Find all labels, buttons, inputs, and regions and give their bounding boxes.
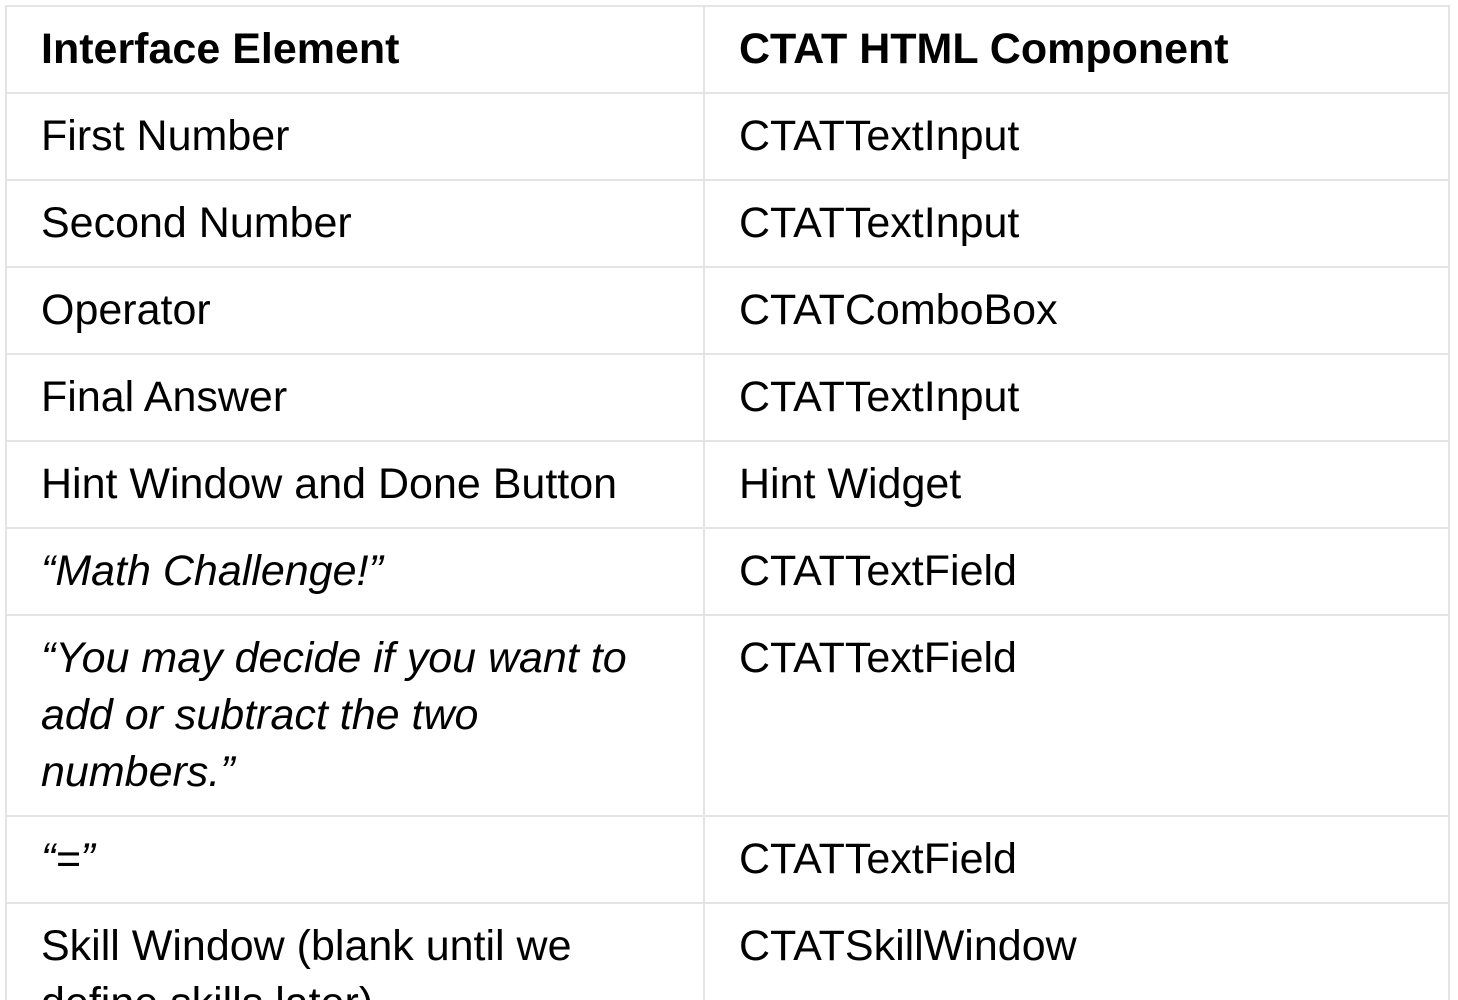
header-cell-interface-element: Interface Element — [5, 5, 705, 94]
cell-ctat-component: Hint Widget — [703, 440, 1450, 529]
cell-interface-element: Final Answer — [5, 353, 705, 442]
table-row: “Math Challenge!”CTATTextField — [5, 527, 1450, 616]
comparison-table: Interface Element CTAT HTML Component Fi… — [5, 5, 1450, 1000]
cell-interface-element: Second Number — [5, 179, 705, 268]
table-row: “=”CTATTextField — [5, 815, 1450, 904]
cell-ctat-component: CTATTextInput — [703, 179, 1450, 268]
cell-ctat-component: CTATSkillWindow — [703, 902, 1450, 1000]
cell-interface-element: Operator — [5, 266, 705, 355]
header-cell-ctat-component: CTAT HTML Component — [703, 5, 1450, 94]
table-row: Skill Window (blank until we define skil… — [5, 902, 1450, 1000]
cell-interface-element: “You may decide if you want to add or su… — [5, 614, 705, 817]
cell-interface-element: “=” — [5, 815, 705, 904]
cell-ctat-component: CTATTextField — [703, 614, 1450, 817]
cell-ctat-component: CTATTextField — [703, 527, 1450, 616]
cell-interface-element: Skill Window (blank until we define skil… — [5, 902, 705, 1000]
cell-ctat-component: CTATTextField — [703, 815, 1450, 904]
cell-interface-element: “Math Challenge!” — [5, 527, 705, 616]
cell-ctat-component: CTATComboBox — [703, 266, 1450, 355]
cell-interface-element: First Number — [5, 92, 705, 181]
cell-interface-element: Hint Window and Done Button — [5, 440, 705, 529]
table-row: “You may decide if you want to add or su… — [5, 614, 1450, 817]
cell-ctat-component: CTATTextInput — [703, 92, 1450, 181]
table-header-row: Interface Element CTAT HTML Component — [5, 5, 1450, 94]
cell-ctat-component: CTATTextInput — [703, 353, 1450, 442]
